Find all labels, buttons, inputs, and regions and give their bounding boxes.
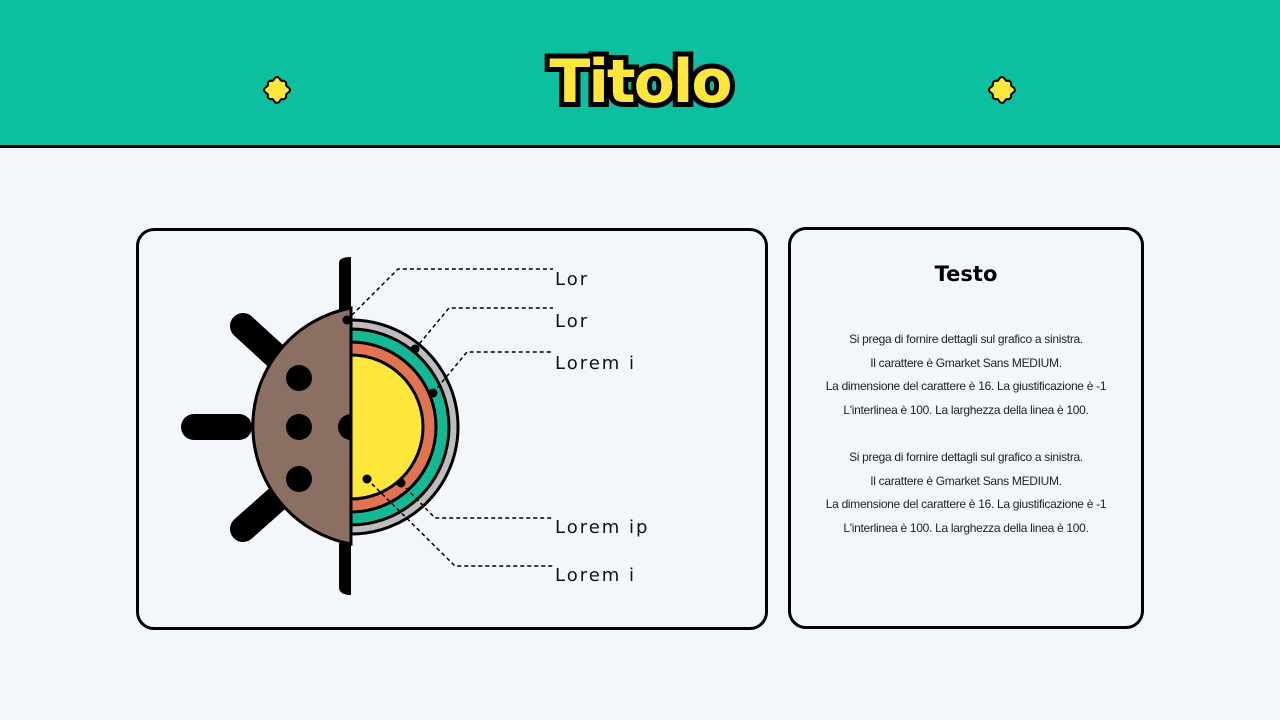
flower-icon: [262, 75, 292, 105]
header-banner: [0, 0, 1280, 148]
diagram-card: Lor Lor Lorem i Lorem ip Lorem i: [136, 228, 768, 630]
paragraph-1: Si prega di fornire dettagli sul grafico…: [791, 328, 1141, 423]
diagram-label-5: Lorem i: [555, 565, 637, 586]
paragraph-line: Si prega di fornire dettagli sul grafico…: [849, 332, 1083, 346]
diagram-label-3: Lorem i: [555, 353, 637, 374]
legs: [181, 313, 292, 542]
flower-icon: [987, 75, 1017, 105]
page-title: Titolo: [544, 47, 737, 117]
diagram-label-2: Lor: [555, 311, 590, 332]
leader-lines: [346, 268, 553, 567]
text-card: Testo Si prega di fornire dettagli sul g…: [788, 227, 1144, 629]
paragraph-line: Si prega di fornire dettagli sul grafico…: [849, 450, 1083, 464]
paragraph-line: L'interlinea è 100. La larghezza della l…: [843, 403, 1089, 418]
paragraph-line: La dimensione del carattere è 16. La giu…: [825, 497, 1107, 512]
anchor-dots: [342, 315, 438, 488]
paragraph-line: L'interlinea è 100. La larghezza della l…: [843, 521, 1089, 536]
ladybug-cross-section-diagram: [181, 257, 553, 595]
paragraph-line: Il carattere è Gmarket Sans MEDIUM.: [870, 473, 1062, 488]
text-panel-title: Testo: [934, 262, 998, 286]
paragraph-line: La dimensione del carattere è 16. La giu…: [825, 379, 1107, 394]
diagram-label-1: Lor: [555, 269, 590, 290]
paragraph-2: Si prega di fornire dettagli sul grafico…: [791, 446, 1141, 541]
diagram-label-4: Lorem ip: [555, 517, 650, 538]
paragraph-line: Il carattere è Gmarket Sans MEDIUM.: [870, 355, 1062, 370]
